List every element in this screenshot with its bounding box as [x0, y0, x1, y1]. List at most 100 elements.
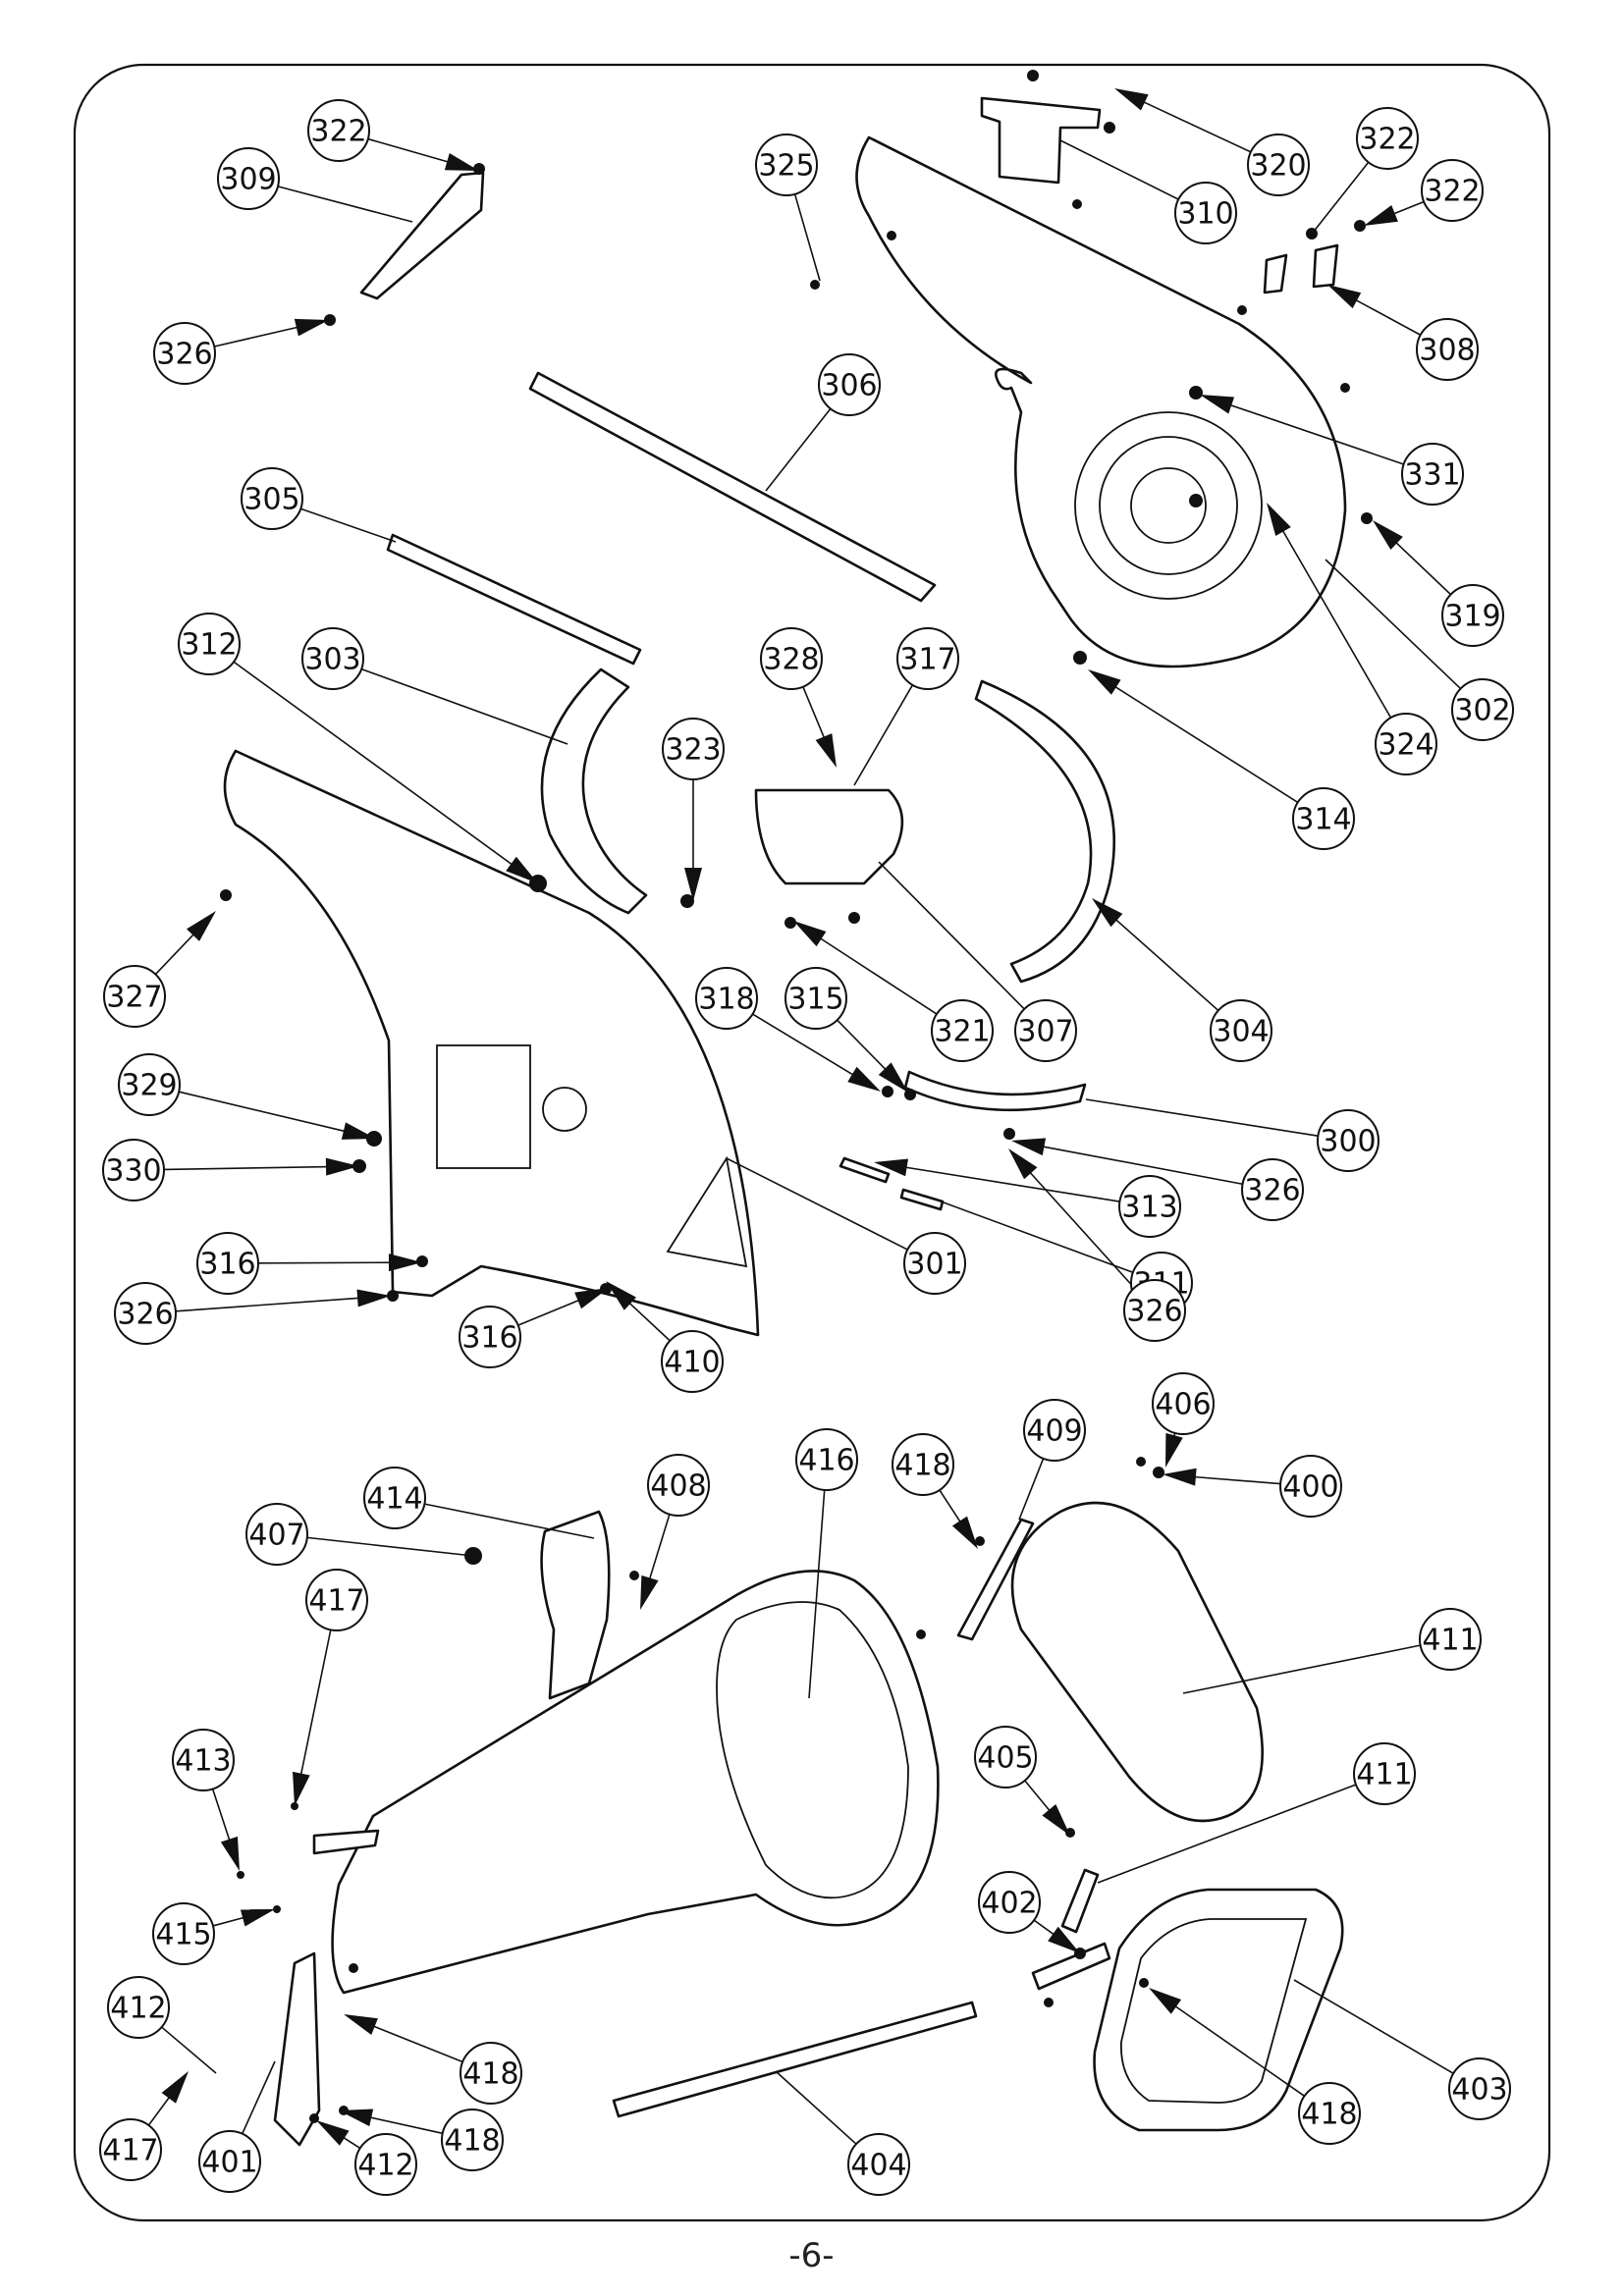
callout-circle — [1292, 787, 1355, 850]
leader-arrowhead — [951, 1516, 978, 1549]
leader-line — [163, 1165, 331, 1171]
callout-number: 415 — [155, 1918, 211, 1952]
callout-319: 319 — [1441, 584, 1504, 647]
leader-arrowhead — [240, 1909, 275, 1927]
callout-331: 331 — [1401, 443, 1464, 506]
callout-400: 400 — [1279, 1455, 1342, 1518]
leader-line — [360, 667, 568, 745]
part-302-housing — [855, 135, 1347, 668]
part-404-rod — [612, 2001, 978, 2118]
leader-line — [277, 186, 413, 223]
leader-line — [154, 932, 196, 976]
callout-circle — [1152, 1372, 1215, 1435]
callout-301: 301 — [903, 1232, 966, 1295]
callout-circle — [892, 1433, 954, 1496]
leader-line — [939, 1489, 963, 1525]
callout-303: 303 — [301, 627, 364, 690]
leader-arrowhead — [506, 856, 538, 883]
leader-line — [817, 935, 938, 1015]
callout-317: 317 — [896, 627, 959, 690]
callout-316: 316 — [196, 1232, 259, 1295]
callout-circle — [354, 2133, 417, 2196]
callout-circle — [1241, 1158, 1304, 1221]
leader-arrowhead — [1327, 285, 1362, 309]
chute-opening — [716, 1601, 909, 1899]
callout-circle — [1401, 443, 1464, 506]
leader-line — [1325, 559, 1462, 690]
callout-number: 314 — [1295, 803, 1351, 837]
callout-number: 418 — [894, 1449, 950, 1483]
leader-arrowhead — [1149, 1988, 1182, 2014]
leader-line — [211, 1789, 232, 1843]
callout-number: 418 — [1301, 2098, 1357, 2132]
part-305-rail — [386, 533, 642, 666]
callout-circle — [903, 1232, 966, 1295]
leader-line — [1018, 1458, 1045, 1521]
part-400-mount — [540, 1510, 611, 1700]
callout-412: 412 — [354, 2133, 417, 2196]
callout-415: 415 — [152, 1902, 215, 1965]
callout-number: 310 — [1177, 197, 1233, 232]
leader-line — [1280, 527, 1392, 719]
leader-arrowhead — [1114, 88, 1149, 111]
callout-408: 408 — [647, 1454, 710, 1517]
leader-arrowhead — [294, 318, 329, 337]
callout-circle — [241, 467, 303, 530]
callout-322: 322 — [1356, 107, 1419, 170]
leader-arrowhead — [1364, 205, 1398, 226]
callout-309: 309 — [217, 147, 280, 210]
leader-line — [902, 1165, 1120, 1202]
callout-circle — [1247, 133, 1310, 196]
callout-326: 326 — [1241, 1158, 1304, 1221]
leader-arrowhead — [1373, 520, 1403, 550]
callout-402: 402 — [978, 1871, 1041, 1934]
callout-number: 316 — [199, 1248, 255, 1282]
callout-411: 411 — [1419, 1608, 1482, 1671]
callout-circle — [178, 613, 241, 675]
leader-line — [178, 1091, 349, 1133]
callout-304: 304 — [1210, 999, 1272, 1062]
leader-arrowhead — [444, 152, 479, 171]
callout-circle — [1014, 999, 1077, 1062]
callout-number: 308 — [1419, 334, 1475, 368]
callout-circle — [896, 627, 959, 690]
callout-number: 326 — [1126, 1295, 1182, 1329]
callout-circle — [217, 147, 280, 210]
callout-circle — [1419, 1608, 1482, 1671]
leader-line — [1293, 1979, 1454, 2074]
callout-number: 313 — [1121, 1191, 1177, 1225]
callout-circle — [1317, 1109, 1380, 1172]
callout-number: 411 — [1356, 1758, 1412, 1792]
housing-vent-ring-inner — [1099, 436, 1238, 575]
part-308-clip-b — [1312, 243, 1339, 289]
callout-number: 317 — [899, 643, 955, 677]
callout-number: 412 — [110, 1992, 166, 2026]
part-306-rail — [528, 371, 937, 603]
leader-line — [1040, 1145, 1243, 1186]
callout-number: 302 — [1454, 694, 1510, 728]
leader-line — [853, 684, 914, 786]
leader-line — [924, 1195, 1134, 1274]
callout-circle — [102, 1139, 165, 1201]
callout-number: 300 — [1320, 1125, 1376, 1159]
part-310-bracket — [980, 96, 1102, 185]
callout-circle — [1353, 1742, 1416, 1805]
callout-number: 324 — [1378, 728, 1434, 763]
callout-number: 414 — [366, 1482, 422, 1517]
callout-circle — [755, 133, 818, 196]
leader-line — [1112, 917, 1219, 1012]
leader-arrowhead — [1048, 1926, 1080, 1953]
callout-414: 414 — [363, 1467, 426, 1529]
leader-arrowhead — [161, 2071, 189, 2104]
leader-line — [793, 193, 821, 282]
callout-circle — [661, 1330, 724, 1393]
callout-number: 406 — [1155, 1388, 1211, 1422]
callout-404: 404 — [847, 2133, 910, 2196]
callout-number: 416 — [798, 1444, 854, 1478]
callout-circle — [196, 1232, 259, 1295]
callout-number: 322 — [310, 115, 366, 149]
callout-number: 401 — [201, 2146, 257, 2180]
callout-418: 418 — [1298, 2082, 1361, 2145]
leader-line — [1353, 297, 1422, 336]
callout-circle — [974, 1726, 1037, 1789]
